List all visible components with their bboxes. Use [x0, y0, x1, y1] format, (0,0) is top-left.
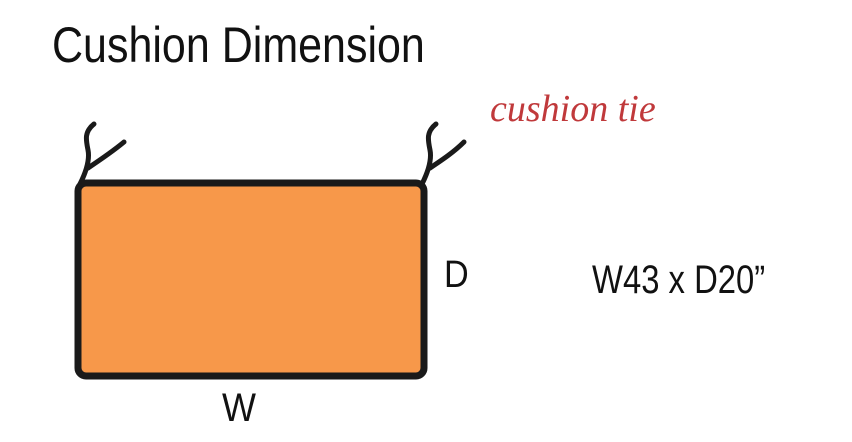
width-label: W [222, 386, 256, 430]
cushion-rect [74, 179, 428, 380]
cushion-tie-label: cushion tie [490, 88, 656, 130]
size-spec: W43 x D20” [592, 258, 766, 302]
left-tie-icon [77, 121, 127, 187]
page-title: Cushion Dimension [52, 17, 425, 73]
right-tie-icon [419, 121, 467, 187]
depth-label: D [444, 254, 469, 296]
